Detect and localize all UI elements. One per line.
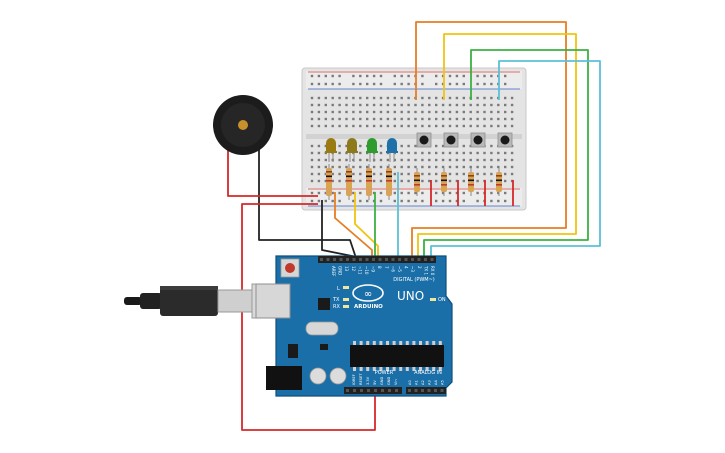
digital-pin-label: AREF (331, 266, 336, 277)
resistor-8[interactable] (496, 168, 502, 196)
pushbutton-2[interactable] (443, 132, 459, 148)
digital-pin-label: ~3 (410, 266, 415, 272)
digital-pin-label: ~6 (390, 266, 395, 272)
led-green[interactable] (366, 138, 378, 162)
digital-pin-label: ~5 (397, 266, 402, 272)
pushbutton-3[interactable] (470, 132, 486, 148)
digital-pin-label: ~9 (371, 266, 376, 272)
reset-button-icon (285, 263, 295, 273)
power-pin-label: 3.3V (366, 376, 370, 385)
buzzer-center-icon (238, 120, 248, 130)
wires (227, 21, 601, 431)
power-pin-label: RESET (359, 373, 363, 385)
digital-pin-label: RX 0 (430, 266, 435, 276)
led-on-icon (430, 298, 436, 301)
label-analog: ANALOG IN (414, 370, 442, 376)
wire-buzzer-red (227, 150, 318, 197)
chip-pins (353, 341, 442, 371)
usb-chip (318, 298, 330, 310)
analog-pin-label: A4 (434, 380, 438, 385)
wire-buzzer-black (258, 140, 357, 259)
power-pin-label: Vin (394, 379, 398, 385)
resistor-7[interactable] (468, 168, 474, 196)
power-pin-label: IOREF (352, 374, 356, 385)
power-pin-label: 5V (373, 380, 377, 385)
digital-pin-label: ~10 (364, 266, 369, 275)
label-tx: TX (332, 297, 340, 303)
pushbutton-4[interactable] (497, 132, 513, 148)
power-pin-label: GND (380, 377, 384, 385)
logo-mark: ∞ (364, 289, 372, 300)
pushbutton-group (416, 132, 513, 148)
label-digital: DIGITAL (PWM~) (393, 277, 435, 283)
led-tx-icon (343, 298, 349, 301)
resistor-1[interactable] (326, 164, 332, 200)
usb-socket (255, 283, 291, 319)
analog-pin-label: A5 (441, 380, 445, 385)
digital-header (318, 256, 436, 263)
wire-gnd-black (321, 200, 363, 259)
led-group (325, 138, 398, 162)
pushbutton-1[interactable] (416, 132, 432, 148)
wire-yellow-led (354, 192, 379, 258)
wire-orange-long (411, 21, 567, 258)
atmega-chip (350, 345, 444, 367)
resistor-2[interactable] (346, 164, 352, 200)
resistor-group (326, 164, 514, 206)
capacitor-2 (329, 367, 347, 385)
label-on: ON (438, 297, 446, 303)
crystal (305, 321, 339, 336)
digital-pin-label: 13 (344, 266, 349, 272)
wire-5v-red (241, 203, 376, 431)
label-l: L (337, 286, 340, 292)
resistor-3[interactable] (366, 164, 372, 200)
wire-orange-led (334, 192, 373, 258)
wire-yellow-long (417, 33, 577, 258)
digital-pin-label: 2 (417, 266, 422, 269)
resistor-6[interactable] (441, 168, 447, 196)
digital-pin-label: ~11 (357, 266, 362, 275)
label-rx: RX (333, 304, 340, 310)
analog-header (406, 387, 446, 394)
wire-cyan-long (430, 60, 601, 258)
power-header (344, 387, 402, 394)
led-blue[interactable] (386, 138, 398, 162)
power-jack (266, 366, 302, 390)
brand-label: ARDUINO (354, 304, 383, 310)
wire-green-long (423, 49, 589, 258)
led-olive[interactable] (346, 138, 358, 162)
analog-pin-label: A3 (428, 380, 432, 385)
piezo-buzzer[interactable] (213, 95, 273, 155)
led-yellow[interactable] (325, 138, 337, 162)
led-l-icon (343, 286, 349, 289)
digital-pin-label: 8 (377, 266, 382, 269)
smd-component (320, 344, 328, 350)
resistor-4[interactable] (386, 164, 392, 200)
analog-pin-label: A1 (415, 380, 419, 385)
led-rx-icon (343, 305, 349, 308)
regulator-chip (288, 344, 298, 358)
analog-pin-label: A2 (421, 380, 425, 385)
digital-pin-label: GND (338, 266, 343, 275)
capacitor-1 (309, 367, 327, 385)
power-pin-label: GND (387, 377, 391, 385)
resistor-5[interactable] (414, 168, 420, 196)
digital-pin-label: 7 (384, 266, 389, 269)
model-label: UNO (397, 289, 424, 303)
arduino-uno-board[interactable]: L TX RX ON ∞ ARDUINO UNO DIGITAL (PWM~) … (255, 255, 453, 397)
arduino-logo-icon (352, 284, 384, 302)
digital-pin-label: TX 1 (423, 265, 428, 275)
digital-pin-label: 4 (404, 266, 409, 269)
digital-pin-label: 12 (351, 266, 356, 272)
label-power: POWER (375, 370, 394, 376)
analog-pin-label: A0 (408, 380, 412, 385)
